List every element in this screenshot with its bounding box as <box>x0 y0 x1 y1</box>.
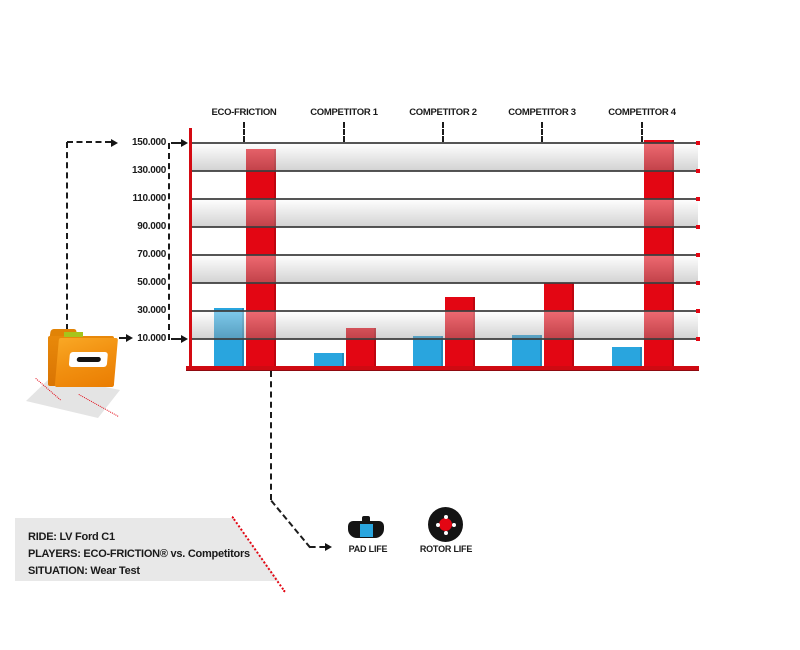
y-axis-line <box>189 128 192 370</box>
folder-green-strip-icon <box>64 332 83 337</box>
category-label: COMPETITOR 3 <box>508 107 576 118</box>
rotor-life-legend-label: ROTOR LIFE <box>419 544 473 554</box>
gridline <box>191 337 700 341</box>
range-top-dashed-line <box>171 142 181 144</box>
y-tick-label: 70.000 <box>137 249 166 260</box>
category-label: COMPETITOR 1 <box>310 107 378 118</box>
bar-pad-life-eco-friction <box>214 308 244 367</box>
y-tick-label: 90.000 <box>137 221 166 232</box>
bar-pad-life-competitor-3 <box>512 334 542 367</box>
folder-to-min-dashed-line <box>119 337 126 339</box>
y-tick-label: 30.000 <box>137 305 166 316</box>
gridline <box>191 141 700 145</box>
category-drop-dashed-line <box>343 122 345 142</box>
bar-rotor-life-competitor-2 <box>445 297 475 367</box>
bar-pad-life-competitor-4 <box>612 347 642 367</box>
rotor-hub-icon <box>439 518 452 531</box>
folder-to-max-dashed-line <box>66 142 68 330</box>
category-label: COMPETITOR 4 <box>608 107 676 118</box>
range-bottom-dashed-line <box>171 338 181 340</box>
rotor-bolt-icon <box>443 530 448 535</box>
bar-pad-life-competitor-1 <box>314 353 344 367</box>
rotor-bolt-icon <box>435 522 440 527</box>
max-value-dashed-arrow-line <box>67 141 111 143</box>
chart-to-legend-dashed-line-vertical <box>270 371 272 500</box>
plot-area <box>191 140 700 367</box>
gridline <box>191 309 700 313</box>
info-situation-line: SITUATION: Wear Test <box>28 565 140 577</box>
y-tick-label: 50.000 <box>137 277 166 288</box>
bar-rotor-life-competitor-1 <box>346 327 376 367</box>
rotor-bolt-icon <box>451 522 456 527</box>
rotor-bolt-icon <box>443 514 448 519</box>
gridline <box>191 253 700 257</box>
brake-pad-friction-material-icon <box>360 524 373 537</box>
category-drop-dashed-line <box>541 122 543 142</box>
info-box: RIDE: LV Ford C1 PLAYERS: ECO-FRICTION® … <box>15 518 279 581</box>
bar-pad-life-competitor-2 <box>413 336 443 367</box>
brake-pad-tab-icon <box>362 516 370 523</box>
category-label: COMPETITOR 2 <box>409 107 477 118</box>
min-value-arrowhead-icon <box>126 334 133 342</box>
category-drop-dashed-line <box>442 122 444 142</box>
bar-rotor-life-competitor-4 <box>644 140 674 367</box>
y-tick-label: 110.000 <box>132 193 167 204</box>
pad-life-legend-label: PAD LIFE <box>348 544 388 554</box>
axis-range-dashed-line <box>168 143 170 340</box>
chart-to-legend-dashed-line-diagonal <box>270 500 311 549</box>
category-drop-dashed-line <box>641 122 643 142</box>
y-tick-label: 10.000 <box>137 333 166 344</box>
bar-rotor-life-eco-friction <box>246 148 276 367</box>
gridline <box>191 169 700 173</box>
gridline <box>191 281 700 285</box>
y-tick-label: 130.000 <box>131 165 166 176</box>
range-top-arrowhead-icon <box>181 139 188 147</box>
category-drop-dashed-line <box>243 122 245 142</box>
gridline <box>191 197 700 201</box>
minus-icon <box>76 357 101 362</box>
legend-arrowhead-icon <box>325 543 332 551</box>
max-value-arrowhead-icon <box>111 139 118 147</box>
gridline <box>191 225 700 229</box>
chart-to-legend-dashed-line-horizontal <box>310 546 325 548</box>
bar-rotor-life-competitor-3 <box>544 283 574 367</box>
x-axis-line <box>186 366 699 371</box>
info-players-line: PLAYERS: ECO-FRICTION® vs. Competitors <box>28 548 250 560</box>
info-ride-line: RIDE: LV Ford C1 <box>28 531 115 543</box>
range-bottom-arrowhead-icon <box>181 335 188 343</box>
y-tick-label: 150.000 <box>131 137 166 148</box>
category-label: ECO-FRICTION <box>211 107 277 118</box>
